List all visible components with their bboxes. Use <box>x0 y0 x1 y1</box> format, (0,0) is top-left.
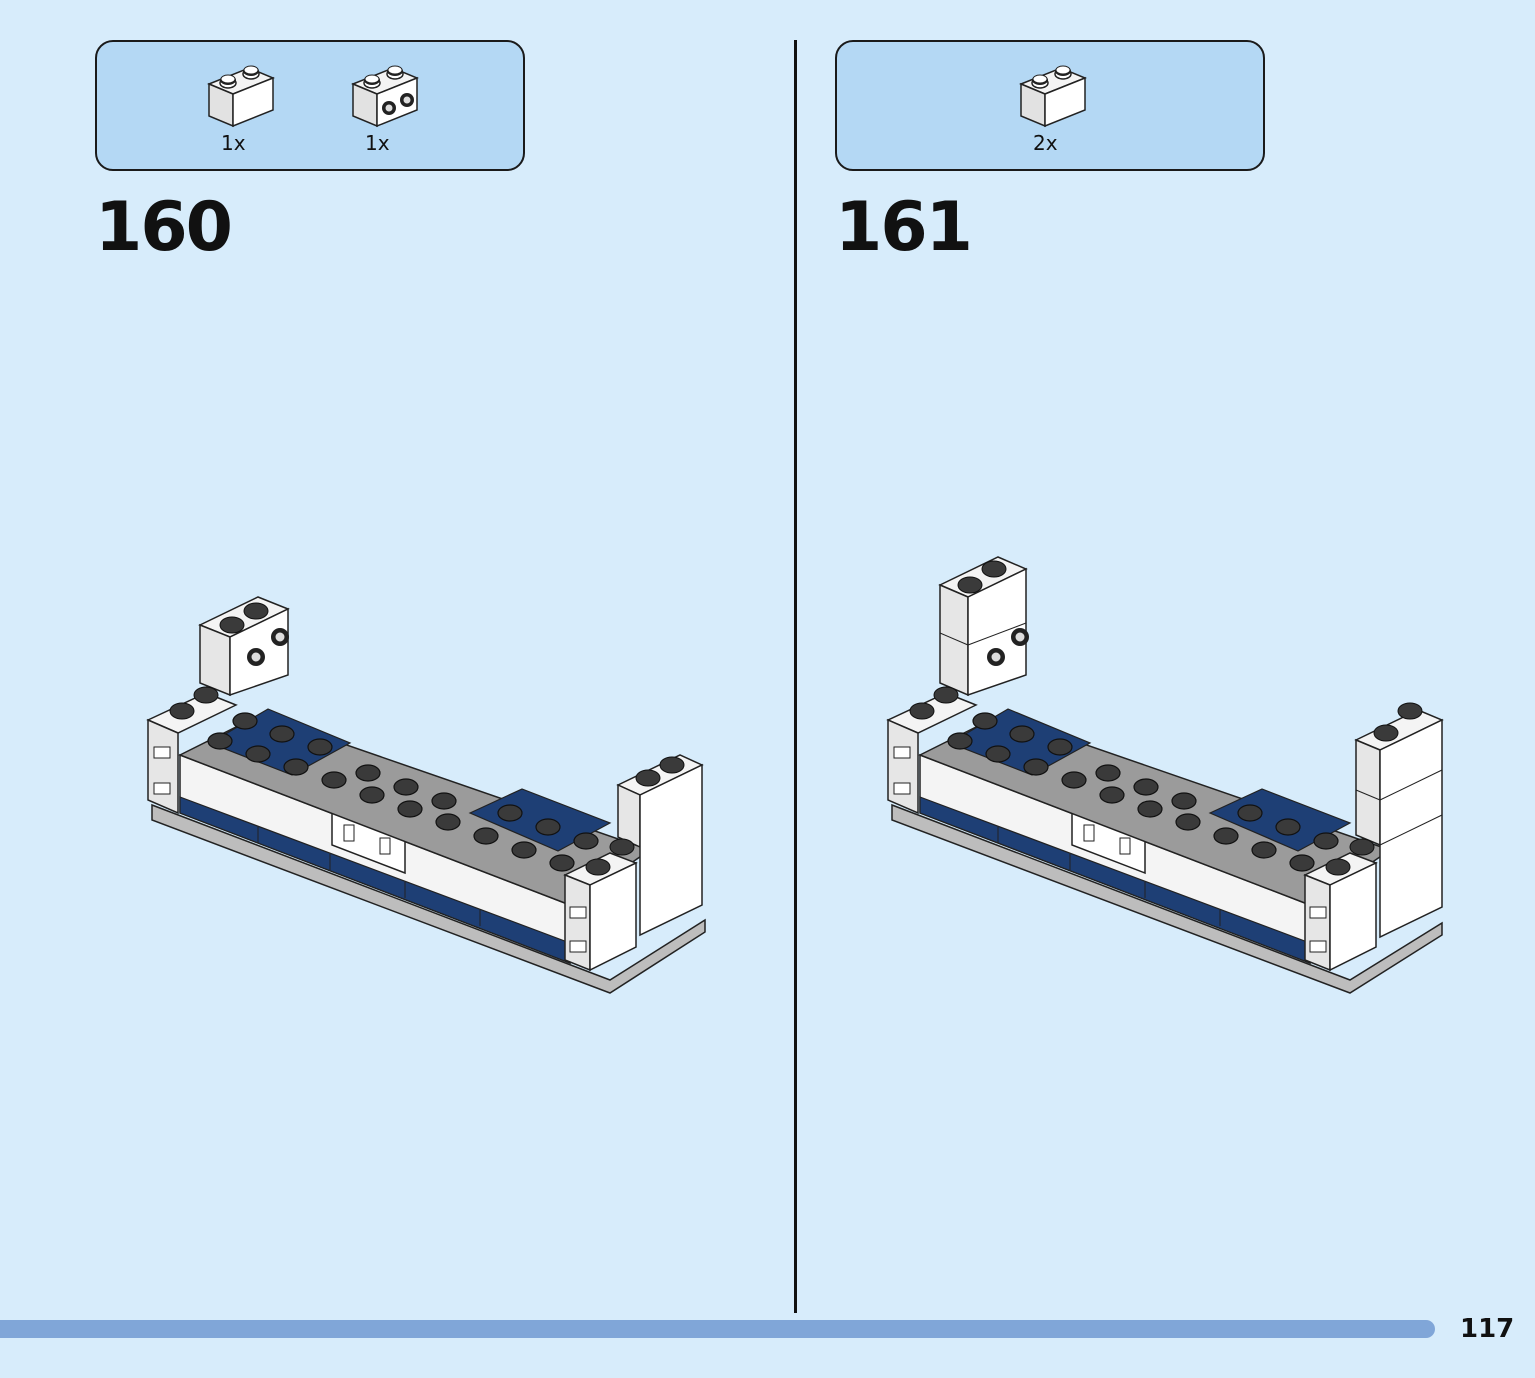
part-quantity: 2x <box>1033 131 1058 155</box>
page-number: 117 <box>1460 1314 1515 1344</box>
part-item: 2x <box>1017 64 1097 164</box>
part-quantity: 1x <box>221 131 246 155</box>
step-number: 161 <box>835 188 973 267</box>
parts-callout-step-161: 2x <box>835 40 1265 171</box>
parts-callout-step-160: 1x 1x <box>95 40 525 171</box>
model-assembly-step-161 <box>886 556 1444 994</box>
step-number: 160 <box>95 188 233 267</box>
progress-bar <box>0 1320 1435 1338</box>
brick-1x2-icon <box>207 65 275 128</box>
page-divider <box>794 40 797 1313</box>
model-assembly-step-160 <box>146 596 706 994</box>
part-item: 1x <box>349 64 429 164</box>
part-quantity: 1x <box>365 131 390 155</box>
brick-1x2-icon <box>1019 65 1087 128</box>
brick-side-studs-icon <box>351 65 419 128</box>
part-item: 1x <box>205 64 285 164</box>
